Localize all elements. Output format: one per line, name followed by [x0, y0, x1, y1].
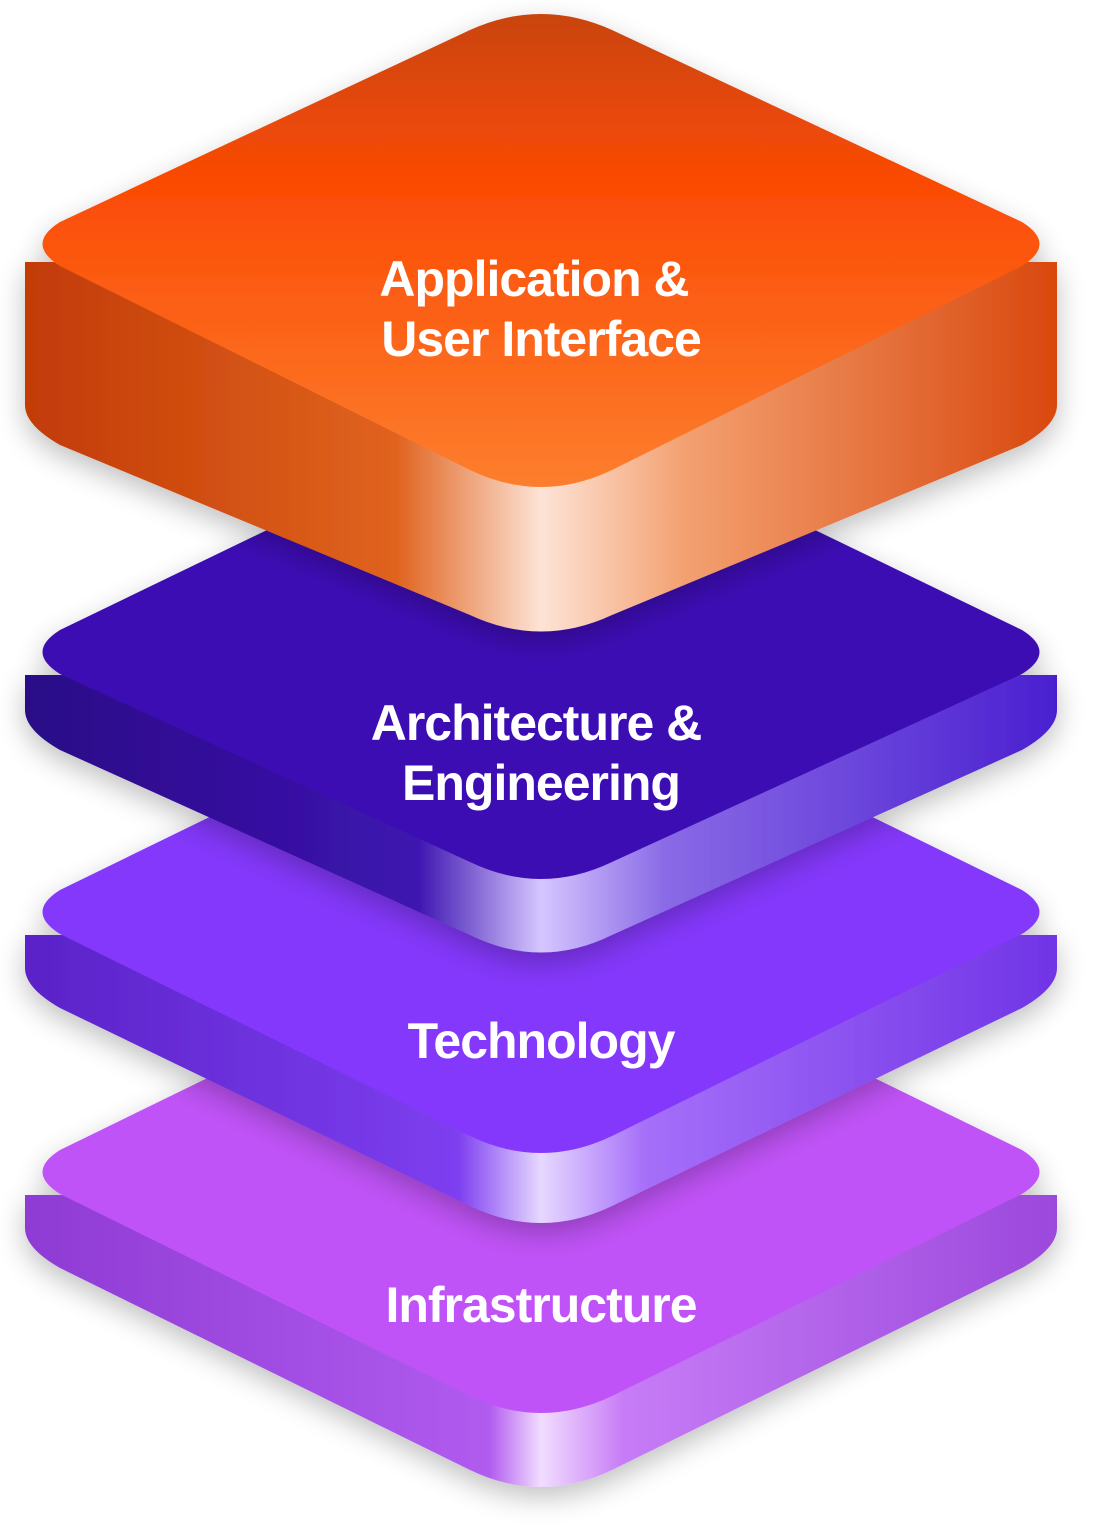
layer-infrastructure-label: Infrastructure [385, 1277, 696, 1333]
layer-architecture-label-line1: Architecture & [371, 695, 702, 751]
layer-architecture-label-line2: Engineering [402, 755, 680, 811]
layer-application-top [42, 14, 1040, 487]
layer-application: Application & User Interface [25, 14, 1057, 632]
layer-technology-label: Technology [408, 1013, 676, 1069]
layer-application-label-line2: User Interface [381, 311, 701, 367]
layer-application-label-line1: Application & [379, 251, 688, 307]
